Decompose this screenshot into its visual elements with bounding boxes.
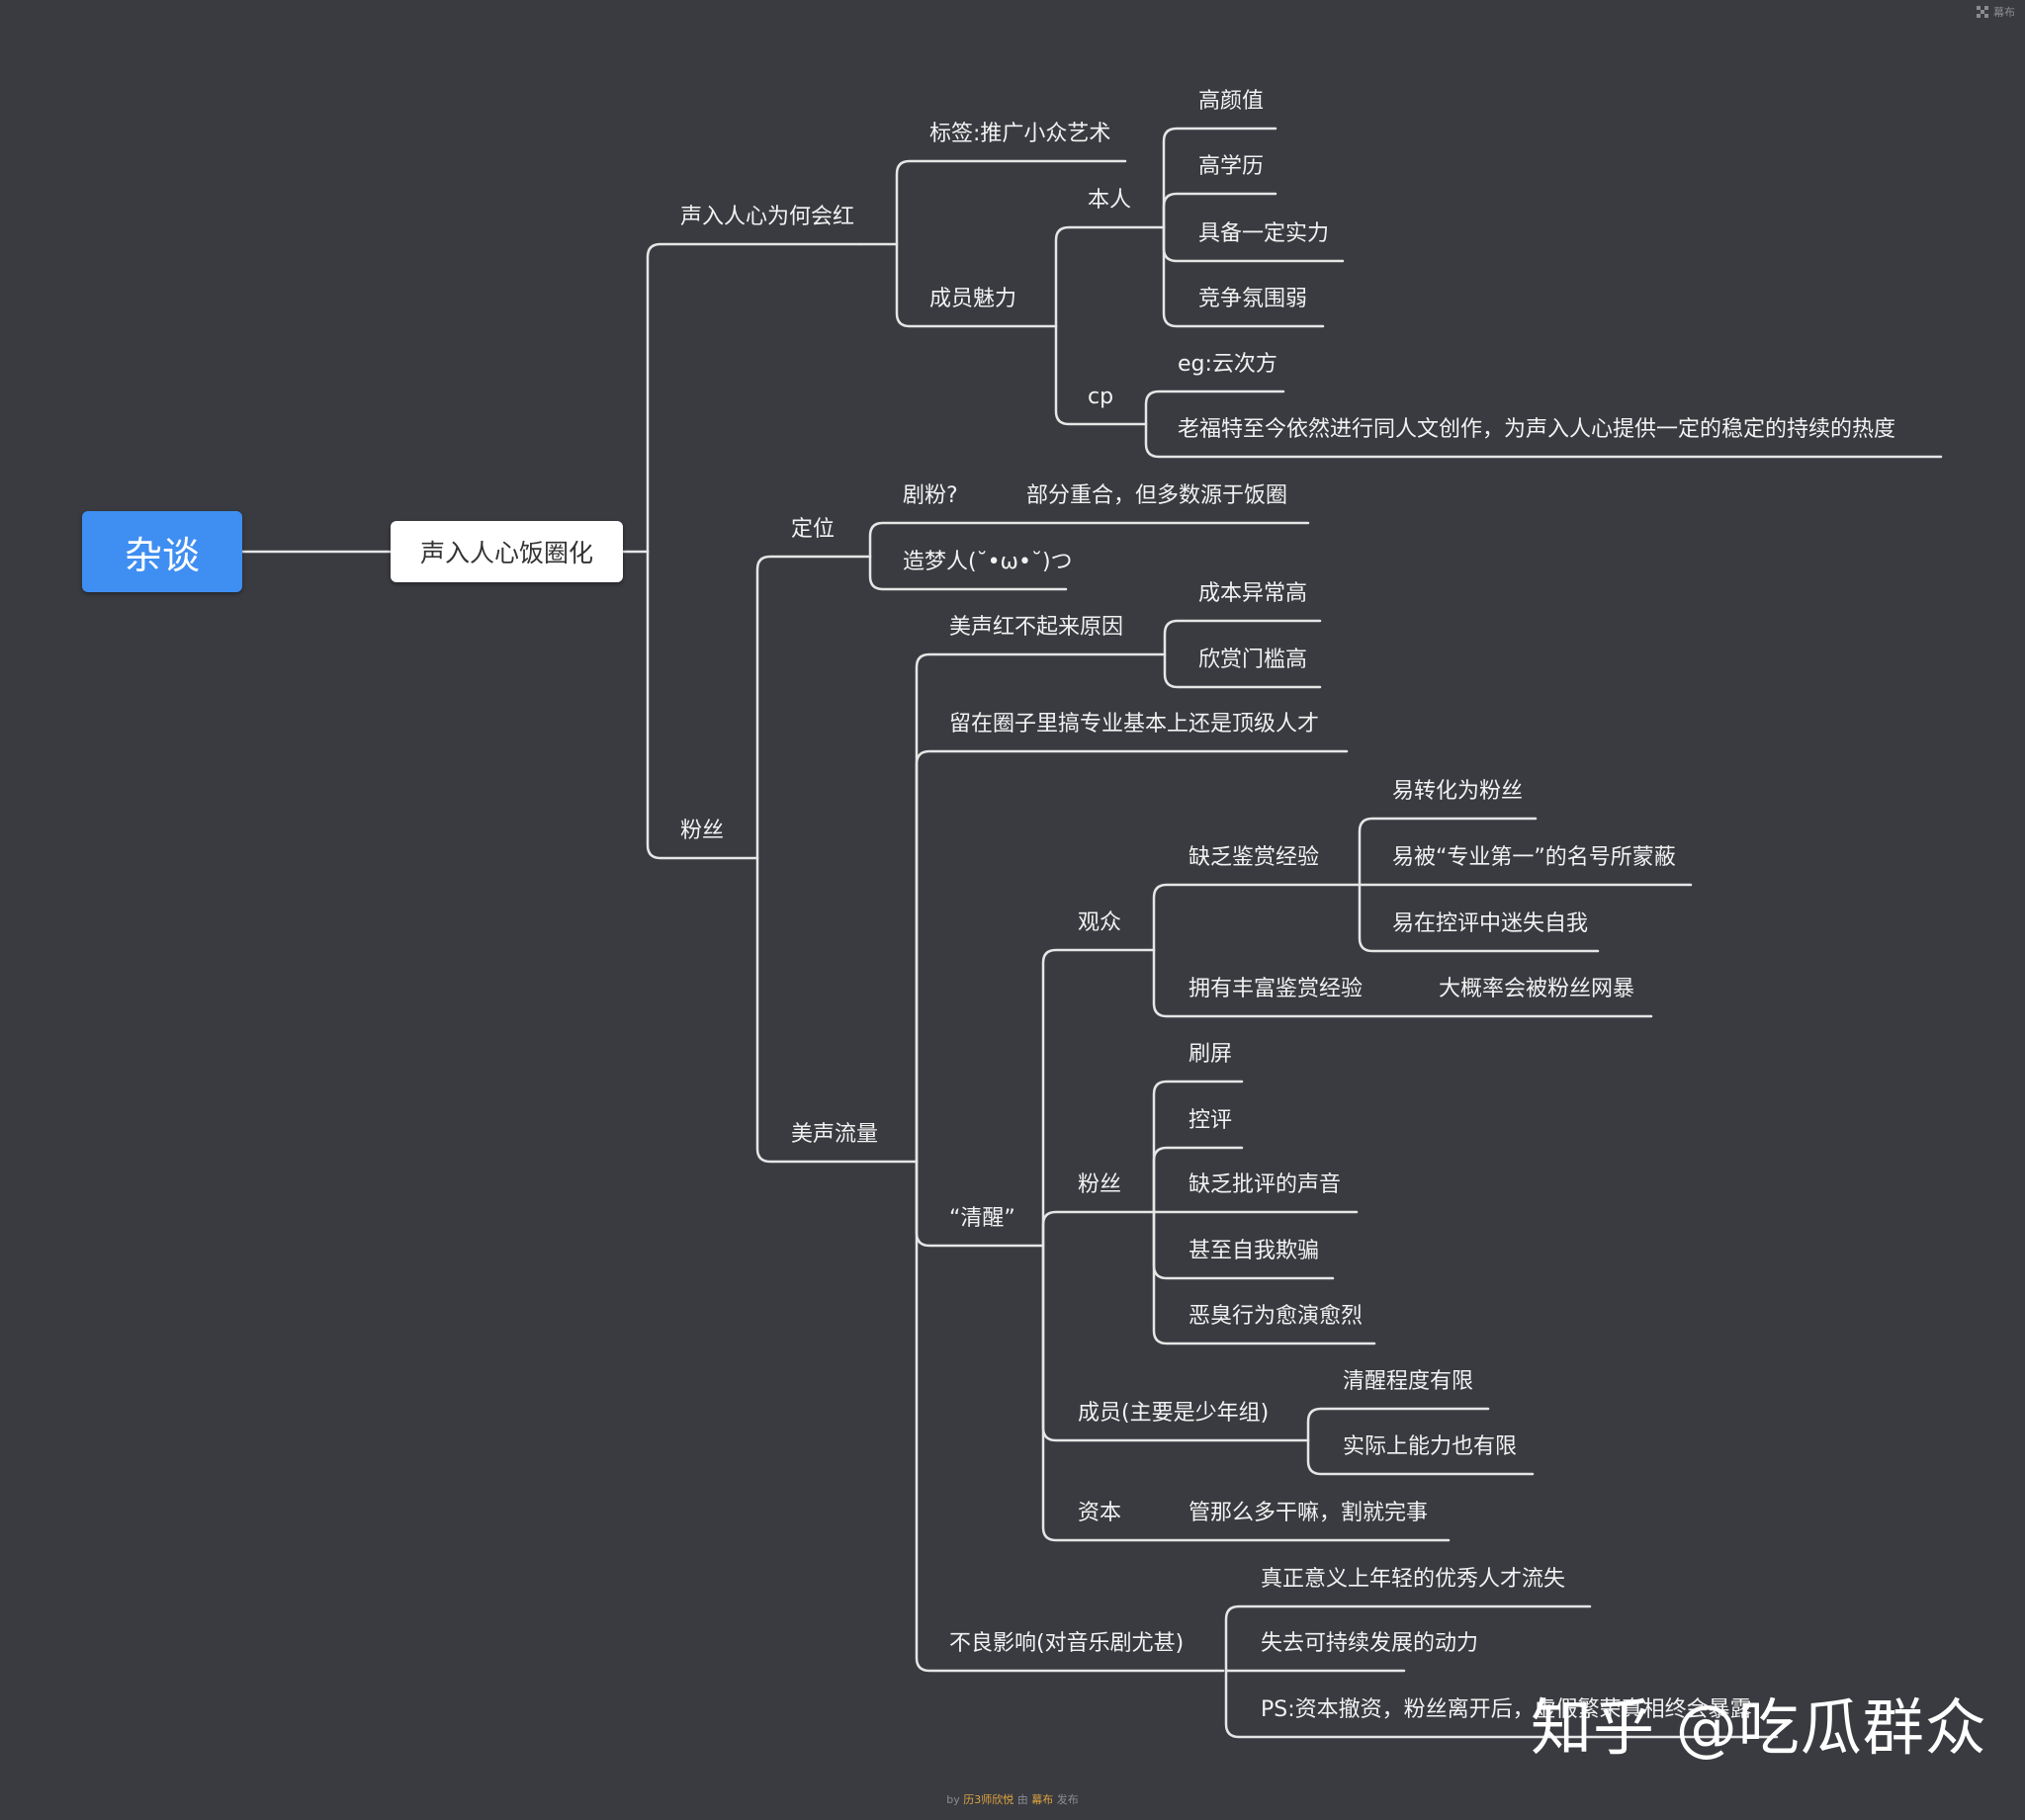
node-limited-sober[interactable]: 清醒程度有限	[1343, 1369, 1474, 1394]
central-topic-node[interactable]: 声入人心饭圈化	[391, 521, 623, 582]
node-high-cost[interactable]: 成本异常高	[1198, 581, 1308, 606]
footer-credit: by 历3师欣悦 由 幕布 发布	[0, 1791, 2025, 1807]
node-bad-effect[interactable]: 不良影响(对音乐剧尤甚)	[949, 1631, 1185, 1656]
node-high-looks[interactable]: 高颜值	[1198, 89, 1265, 114]
node-weak-competition[interactable]: 竞争氛围弱	[1198, 287, 1308, 311]
node-easy-fooled[interactable]: 易被“专业第一”的名号所蒙蔽	[1392, 845, 1676, 870]
zhihu-watermark: 知乎 @吃瓜群众	[1531, 1691, 1987, 1764]
node-spam[interactable]: 刷屏	[1189, 1042, 1233, 1067]
node-member-charm[interactable]: 成员魅力	[929, 287, 1017, 311]
node-tag[interactable]: 标签:推广小众艺术	[929, 122, 1111, 146]
node-lack-exp[interactable]: 缺乏鉴赏经验	[1189, 845, 1320, 870]
node-sober[interactable]: “清醒”	[949, 1206, 1015, 1231]
node-eg[interactable]: eg:云次方	[1178, 352, 1277, 377]
node-some-skill[interactable]: 具备一定实力	[1198, 221, 1330, 246]
node-reap[interactable]: 管那么多干嘛，割就完事	[1189, 1501, 1429, 1525]
node-limited-ability[interactable]: 实际上能力也有限	[1343, 1434, 1518, 1459]
node-position[interactable]: 定位	[791, 517, 836, 542]
node-easy-fan[interactable]: 易转化为粉丝	[1392, 779, 1524, 804]
node-high-threshold[interactable]: 欣赏门槛高	[1198, 648, 1308, 672]
footer-end: 发布	[1056, 1793, 1079, 1806]
app-badge-label: 幕布	[1993, 6, 2015, 19]
node-worse[interactable]: 恶臭行为愈演愈烈	[1189, 1304, 1364, 1329]
node-capital[interactable]: 资本	[1078, 1501, 1122, 1525]
footer-by: by	[946, 1793, 960, 1806]
root-node[interactable]: 杂谈	[82, 511, 242, 592]
node-self-deceive[interactable]: 甚至自我欺骗	[1189, 1239, 1320, 1263]
node-fans[interactable]: 粉丝	[680, 819, 725, 843]
app-badge: 幕布	[1976, 4, 2015, 20]
node-self[interactable]: 本人	[1088, 188, 1132, 213]
node-talent-loss[interactable]: 真正意义上年轻的优秀人才流失	[1261, 1567, 1566, 1592]
node-cyberbully[interactable]: 大概率会被粉丝网暴	[1439, 977, 1635, 1001]
footer-mid: 由	[1016, 1793, 1028, 1806]
footer-author[interactable]: 历3师欣悦	[963, 1793, 1014, 1806]
node-fans-sub[interactable]: 粉丝	[1078, 1172, 1122, 1197]
node-drama-fans[interactable]: 剧粉?	[903, 483, 958, 508]
footer-brand[interactable]: 幕布	[1031, 1793, 1054, 1806]
node-top-talent[interactable]: 留在圈子里搞专业基本上还是顶级人才	[949, 712, 1320, 737]
node-control[interactable]: 控评	[1189, 1108, 1233, 1133]
node-cp[interactable]: cp	[1088, 385, 1114, 409]
node-why-popular[interactable]: 声入人心为何会红	[680, 205, 855, 229]
node-partial-overlap[interactable]: 部分重合，但多数源于饭圈	[1026, 483, 1288, 508]
node-traffic[interactable]: 美声流量	[791, 1122, 879, 1147]
mubu-logo-icon	[1977, 6, 1988, 18]
node-high-edu[interactable]: 高学历	[1198, 154, 1265, 179]
node-members[interactable]: 成员(主要是少年组)	[1078, 1401, 1270, 1426]
node-audience[interactable]: 观众	[1078, 910, 1122, 935]
node-fanfic[interactable]: 老福特至今依然进行同人文创作，为声入人心提供一定的稳定的持续的热度	[1178, 417, 1896, 442]
node-no-drive[interactable]: 失去可持续发展的动力	[1261, 1631, 1479, 1656]
node-no-criticism[interactable]: 缺乏批评的声音	[1189, 1172, 1342, 1197]
node-lost-self[interactable]: 易在控评中迷失自我	[1392, 911, 1589, 936]
node-rich-exp[interactable]: 拥有丰富鉴赏经验	[1189, 977, 1364, 1001]
node-dreamers[interactable]: 造梦人(˘•ω•˘)つ	[903, 550, 1073, 574]
node-ps[interactable]: PS:资本撤资，粉丝离开后，虚假繁荣真相终会暴露	[1261, 1697, 1752, 1722]
node-why-not-popular[interactable]: 美声红不起来原因	[949, 615, 1124, 640]
